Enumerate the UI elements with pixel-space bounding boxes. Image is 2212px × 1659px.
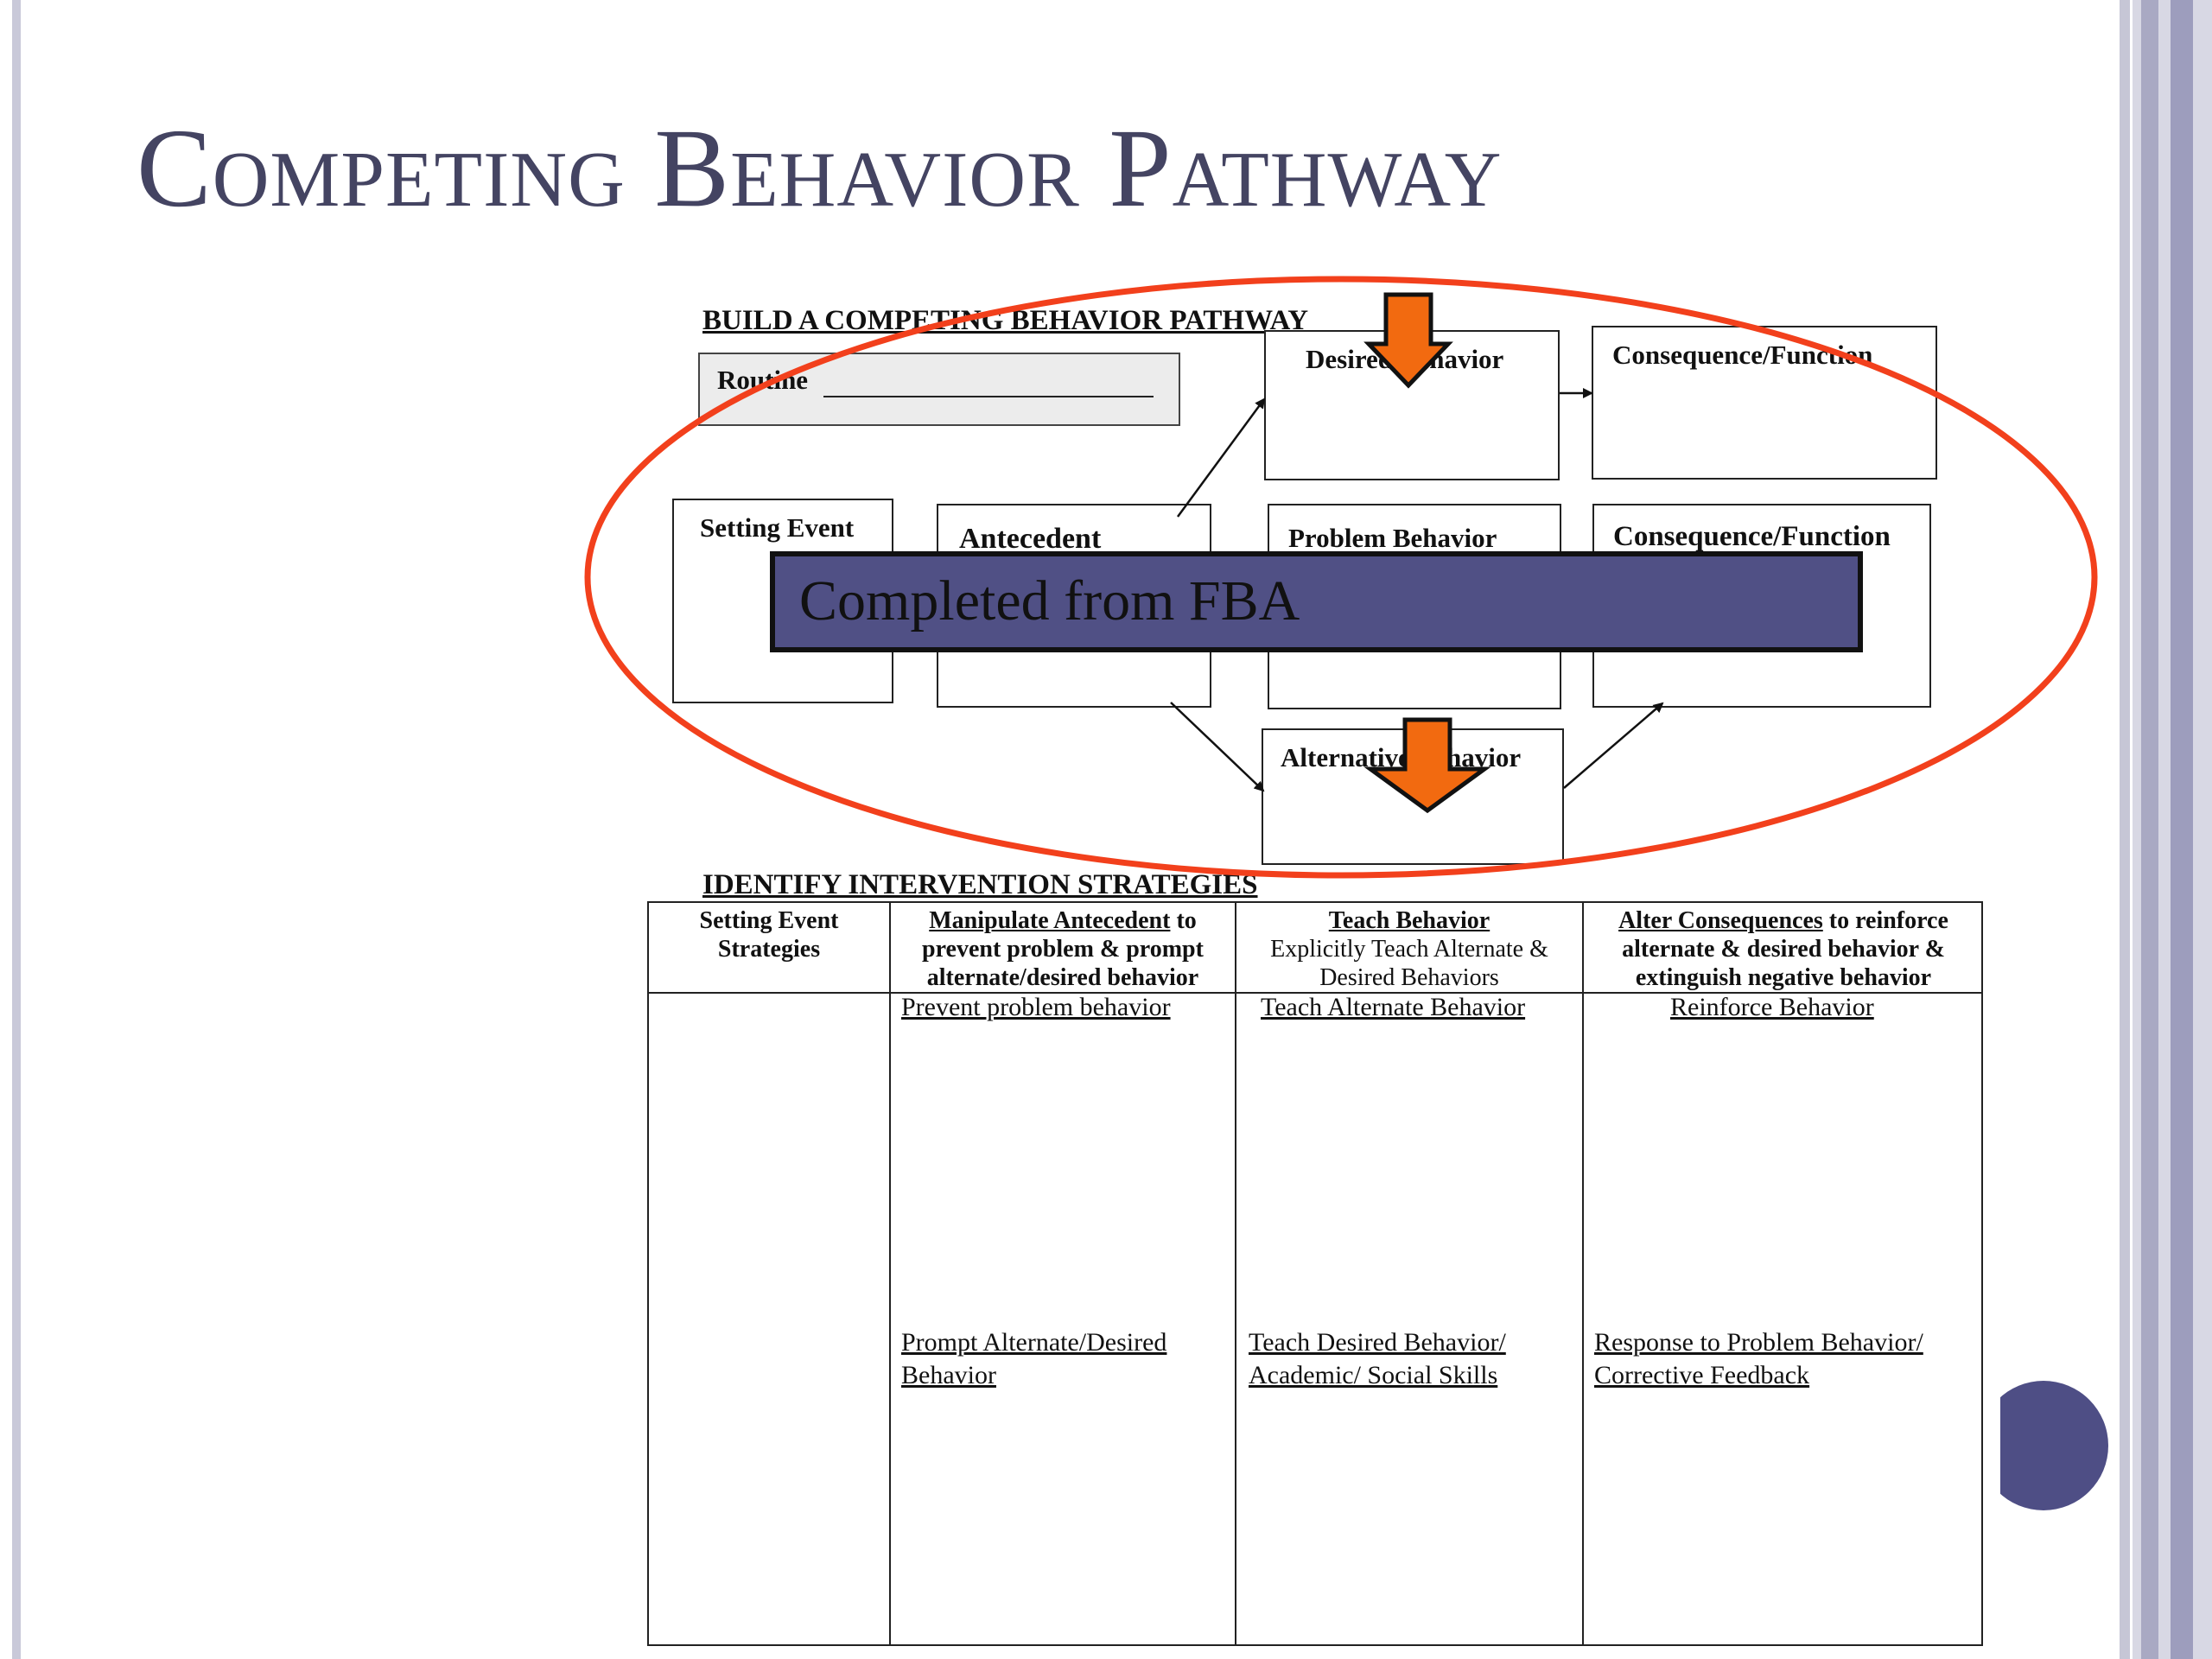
table-column-divider (889, 903, 891, 1644)
table-header-rule (649, 992, 1981, 994)
slide-right-stripe (2141, 0, 2158, 1659)
orange-down-arrow-desired (1363, 292, 1453, 389)
column-header-title: Setting Event Strategies (699, 907, 839, 963)
column-header-title: Alter Consequences (1618, 907, 1823, 934)
completed-from-fba-banner: Completed from FBA (770, 551, 1863, 652)
routine-field: Routine (698, 353, 1180, 426)
antecedent-label: Antecedent (959, 523, 1102, 555)
column-header-setting-event: Setting Event Strategies (652, 906, 886, 963)
table-column-divider (1582, 903, 1584, 1644)
column-header-detail: Explicitly Teach Alternate & Desired Beh… (1270, 936, 1548, 991)
column-header-title: Manipulate Antecedent (929, 907, 1171, 934)
alternative-to-consequence-arrow (1563, 702, 1664, 789)
cell-response-to-problem: Response to Problem Behavior/ Corrective… (1594, 1328, 1923, 1389)
consequence-function-top-box: Consequence/Function (1592, 326, 1937, 480)
column-header-teach: Teach Behavior Explicitly Teach Alternat… (1240, 906, 1579, 992)
cell-prevent-problem-behavior: Prevent problem behavior (901, 993, 1171, 1021)
identify-strategies-heading: IDENTIFY INTERVENTION STRATEGIES (702, 869, 1258, 900)
slide-right-stripe (2171, 0, 2193, 1659)
consequence-function-top-label: Consequence/Function (1612, 340, 1873, 370)
slide-decoration-circle (1979, 1381, 2108, 1510)
completed-from-fba-label: Completed from FBA (799, 569, 1300, 632)
consequence-function-mid-label: Consequence/Function (1613, 521, 1891, 552)
column-header-title: Teach Behavior (1328, 907, 1491, 934)
column-header-detail: to prevent problem & prompt alternate/de… (922, 907, 1204, 991)
routine-blank-line (823, 396, 1154, 397)
slide-title: Competing Behavior Pathway (137, 106, 1503, 231)
setting-event-label: Setting Event (700, 512, 855, 543)
cell-reinforce-behavior: Reinforce Behavior (1670, 993, 1874, 1021)
orange-down-arrow-alternative (1363, 717, 1491, 814)
column-header-detail: to reinforce alternate & desired behavio… (1622, 907, 1948, 991)
slide-left-border (12, 0, 21, 1659)
antecedent-to-alternative-arrow (1170, 702, 1265, 792)
intervention-strategies-table: Setting Event Strategies Manipulate Ante… (647, 901, 1983, 1646)
cell-teach-alternate-behavior: Teach Alternate Behavior (1261, 993, 1526, 1021)
column-header-antecedent: Manipulate Antecedent to prevent problem… (894, 906, 1231, 992)
antecedent-to-desired-arrow (1176, 397, 1266, 518)
slide-right-border (2120, 0, 2130, 1659)
problem-behavior-label: Problem Behavior (1288, 523, 1497, 553)
table-column-divider (1235, 903, 1236, 1644)
cell-teach-desired-behavior: Teach Desired Behavior/ Academic/ Social… (1249, 1328, 1506, 1389)
column-header-consequence: Alter Consequences to reinforce alternat… (1587, 906, 1980, 992)
highlight-oval (584, 276, 2098, 879)
cell-prompt-alternate-desired: Prompt Alternate/Desired Behavior (901, 1328, 1167, 1389)
